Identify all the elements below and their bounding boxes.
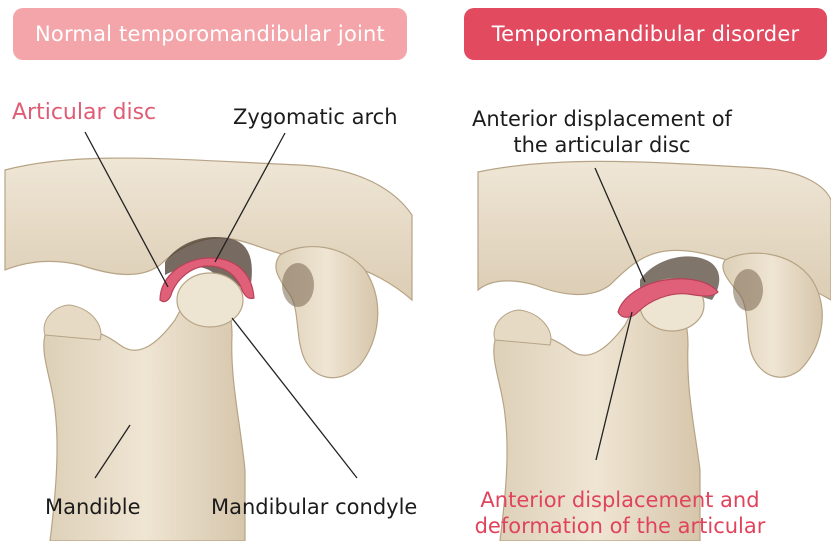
label-anterior-displacement-line1: Anterior displacement of <box>466 106 738 132</box>
label-deformation-line1: Anterior displacement and <box>470 487 770 513</box>
normal-joint-illustration <box>5 132 412 541</box>
label-deformation-line2: deformation of the articular <box>470 513 770 539</box>
label-anterior-displacement: Anterior displacement of the articular d… <box>466 106 738 158</box>
label-mandibular-condyle: Mandibular condyle <box>211 494 417 520</box>
label-anterior-displacement-line2: the articular disc <box>466 132 738 158</box>
coronoid-process-left <box>44 305 101 340</box>
ear-canal-right <box>733 269 763 311</box>
disorder-joint-illustration <box>478 161 831 541</box>
label-zygomatic-arch: Zygomatic arch <box>233 104 398 130</box>
label-mandible: Mandible <box>45 494 141 520</box>
label-deformation: Anterior displacement and deformation of… <box>470 487 770 539</box>
coronoid-process-right <box>494 310 551 345</box>
ear-canal-left <box>282 263 314 307</box>
label-articular-disc: Articular disc <box>12 100 156 126</box>
